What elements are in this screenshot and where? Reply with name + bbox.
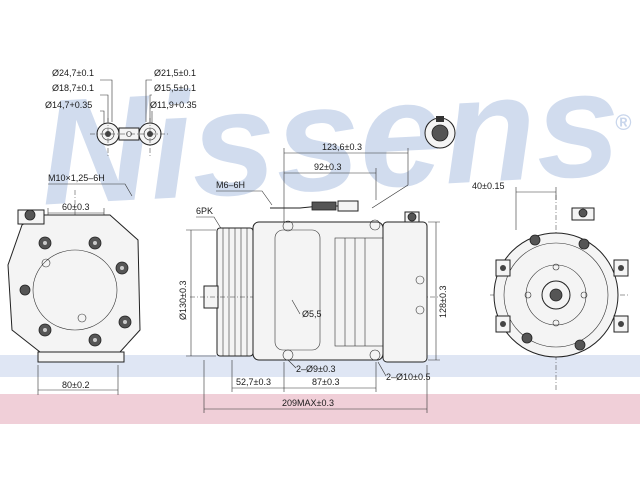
dim-87: 87±0.3 xyxy=(312,377,339,387)
holes-9: 2–Ø9±0.3 xyxy=(296,364,335,374)
dim-209: 209MAX±0.3 xyxy=(282,398,334,408)
dim-92: 92±0.3 xyxy=(314,162,341,172)
port-dim-right-2: Ø15,5±0.1 xyxy=(154,83,196,93)
dia-130: Ø130±0.3 xyxy=(178,281,188,320)
height-128: 128±0.3 xyxy=(438,286,448,318)
dim-52-7: 52,7±0.3 xyxy=(236,377,271,387)
compressor-body xyxy=(252,221,384,361)
m6-thread-label: M6–6H xyxy=(216,180,245,190)
port-dim-right-3: Ø11,9+0.35 xyxy=(150,100,197,110)
side-view: 6PK M6–6H 123,6±0.3 92±0.3 xyxy=(178,116,456,413)
thread-label: M10×1,25–6H xyxy=(48,173,105,183)
front-bottom-dim: 80±0.2 xyxy=(62,380,89,390)
port-dim-right-1: Ø21,5±0.1 xyxy=(154,68,196,78)
port-dim-left-1: Ø24,7±0.1 xyxy=(52,68,94,78)
registered-mark: ® xyxy=(615,110,632,135)
top-band xyxy=(0,355,640,377)
rear-view: 40±0.15 xyxy=(472,181,630,390)
rear-offset-dim: 40±0.15 xyxy=(472,181,504,191)
port-detail: Ø24,7±0.1 Ø18,7±0.1 Ø14,7+0.35 Ø21,5±0.1… xyxy=(45,68,197,197)
hole-5-5: Ø5,5 xyxy=(302,309,322,319)
port-dim-left-3: Ø14,7+0.35 xyxy=(45,100,92,110)
front-width-dim: 60±0.3 xyxy=(62,202,89,212)
belt-label: 6PK xyxy=(196,206,213,216)
front-housing xyxy=(7,214,141,353)
front-view: 60±0.3 80±0.2 xyxy=(7,190,141,395)
holes-10: 2–Ø10±0.5 xyxy=(386,372,430,382)
port-dim-left-2: Ø18,7±0.1 xyxy=(52,83,94,93)
dim-123-6: 123,6±0.3 xyxy=(322,142,362,152)
